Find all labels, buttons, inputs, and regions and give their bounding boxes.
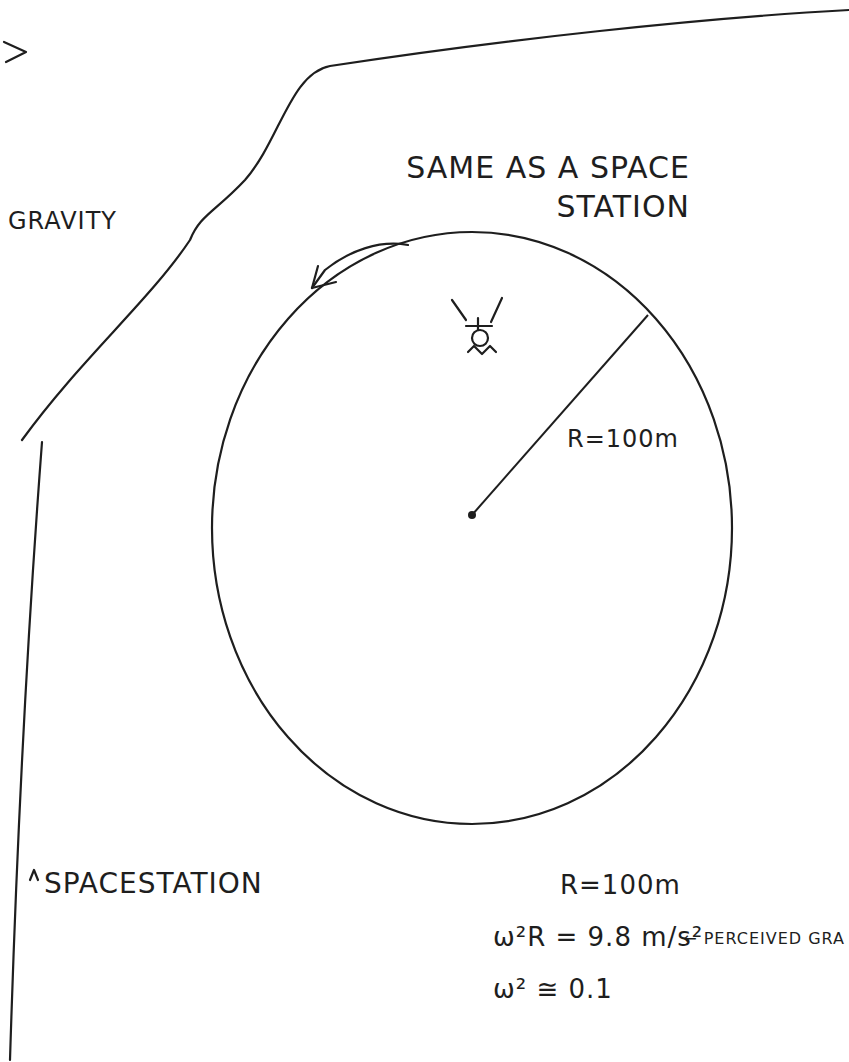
station-circle: R=100m bbox=[210, 230, 734, 826]
radius-label: R=100m bbox=[565, 425, 681, 453]
equation: ω²R = 9.8 m/s² bbox=[493, 920, 703, 954]
station-outline bbox=[210, 230, 734, 826]
center-dot bbox=[468, 511, 476, 519]
station-ring bbox=[212, 232, 732, 824]
station-label: SPACESTATION bbox=[44, 866, 263, 902]
pointer-mark bbox=[30, 870, 38, 880]
radius-value: R=100m bbox=[560, 868, 681, 902]
stick-figure bbox=[452, 298, 502, 354]
perceived-note: ← PERCEIVED GRA bbox=[683, 928, 845, 949]
stick-figure-head bbox=[472, 330, 488, 346]
outer-outline bbox=[22, 10, 849, 440]
omega-value: ω² ≅ 0.1 bbox=[493, 972, 613, 1006]
station-note: SAME AS A SPACE STATION bbox=[350, 148, 690, 226]
arrow-mark bbox=[4, 42, 26, 62]
gravity-label: GRAVITY bbox=[8, 206, 117, 237]
radius-line bbox=[472, 315, 648, 515]
outer-outline bbox=[10, 442, 42, 1060]
